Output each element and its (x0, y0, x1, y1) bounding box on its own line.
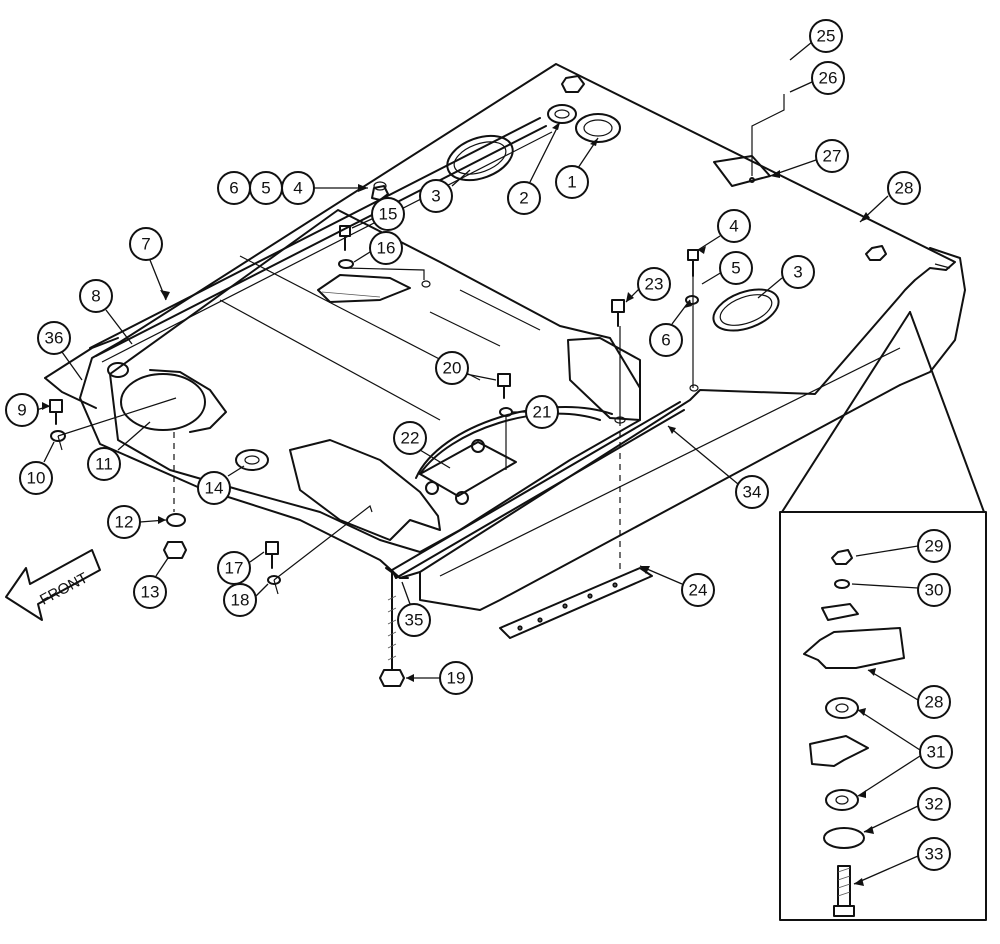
callout-29: 29 (855, 529, 951, 563)
svg-text:28: 28 (895, 179, 914, 198)
callout-15: 15 (351, 197, 405, 231)
svg-text:5: 5 (261, 179, 270, 198)
callout-26: 26 (789, 61, 845, 95)
svg-text:35: 35 (405, 611, 424, 630)
callout-30: 30 (851, 573, 951, 607)
callout-3b: 3 (757, 255, 815, 299)
callout-2: 2 (507, 121, 561, 215)
callout-21: 21 (512, 395, 559, 429)
svg-text:23: 23 (645, 275, 664, 294)
callout-27: 27 (769, 139, 849, 177)
svg-text:4: 4 (729, 217, 738, 236)
svg-text:18: 18 (231, 591, 250, 610)
callout-33: 33 (853, 837, 951, 885)
floor-plate (44, 63, 966, 687)
svg-text:15: 15 (379, 205, 398, 224)
callout-34: 34 (667, 425, 769, 509)
callout-25: 25 (789, 19, 843, 61)
callout-8: 8 (79, 279, 133, 345)
svg-text:16: 16 (377, 239, 396, 258)
callout-13: 13 (133, 557, 169, 609)
callout-6a: 6 (217, 171, 251, 205)
callout-35: 35 (397, 581, 431, 637)
callout-14: 14 (197, 465, 245, 505)
svg-text:31: 31 (927, 743, 946, 762)
callout-12: 12 (107, 505, 167, 539)
svg-text:22: 22 (401, 429, 420, 448)
callout-20: 20 (435, 351, 497, 385)
svg-text:14: 14 (205, 479, 224, 498)
callout-31: 31 (857, 709, 953, 797)
svg-text:19: 19 (447, 669, 466, 688)
callouts: 1 2 3 3 4 4 5 (5, 19, 953, 885)
callout-36: 36 (37, 321, 83, 381)
svg-text:17: 17 (225, 559, 244, 578)
svg-text:29: 29 (925, 537, 944, 556)
callout-4a: 4 (281, 171, 368, 205)
svg-text:28: 28 (925, 693, 944, 712)
front-direction-arrow: FRONT (5, 549, 101, 621)
svg-text:6: 6 (229, 179, 238, 198)
callout-11: 11 (87, 421, 151, 481)
svg-text:1: 1 (567, 173, 576, 192)
svg-text:10: 10 (27, 469, 46, 488)
callout-5a: 5 (249, 171, 283, 205)
detail-inset (779, 311, 987, 921)
svg-text:5: 5 (731, 259, 740, 278)
svg-text:8: 8 (91, 287, 100, 306)
svg-text:27: 27 (823, 147, 842, 166)
callout-28a: 28 (859, 171, 921, 223)
callout-19: 19 (406, 661, 473, 695)
svg-text:3: 3 (431, 187, 440, 206)
callout-16: 16 (353, 231, 403, 265)
svg-text:21: 21 (533, 403, 552, 422)
svg-text:20: 20 (443, 359, 462, 378)
callout-17: 17 (217, 551, 265, 585)
svg-text:34: 34 (743, 483, 762, 502)
callout-10: 10 (19, 441, 55, 495)
callout-28b: 28 (867, 669, 951, 719)
callout-5b: 5 (701, 251, 753, 285)
svg-text:3: 3 (793, 263, 802, 282)
svg-text:2: 2 (519, 189, 528, 208)
svg-text:24: 24 (689, 581, 708, 600)
callout-18: 18 (223, 583, 269, 617)
svg-text:36: 36 (45, 329, 64, 348)
svg-text:33: 33 (925, 845, 944, 864)
svg-text:4: 4 (293, 179, 302, 198)
svg-text:13: 13 (141, 583, 160, 602)
callout-3a: 3 (419, 169, 471, 213)
svg-text:12: 12 (115, 513, 134, 532)
callout-1: 1 (555, 137, 599, 199)
leader-arrowheads (42, 122, 876, 886)
svg-text:25: 25 (817, 27, 836, 46)
svg-text:7: 7 (141, 235, 150, 254)
callout-24: 24 (639, 565, 715, 607)
svg-text:9: 9 (17, 401, 26, 420)
callout-9: 9 (5, 393, 51, 427)
callout-22: 22 (393, 421, 451, 469)
svg-text:32: 32 (925, 795, 944, 814)
callout-7: 7 (129, 227, 167, 301)
callout-32: 32 (863, 787, 951, 833)
svg-text:11: 11 (95, 455, 113, 474)
callout-6b: 6 (649, 299, 691, 357)
svg-text:30: 30 (925, 581, 944, 600)
svg-text:26: 26 (819, 69, 838, 88)
svg-text:6: 6 (661, 331, 670, 350)
callout-4b: 4 (697, 209, 751, 251)
